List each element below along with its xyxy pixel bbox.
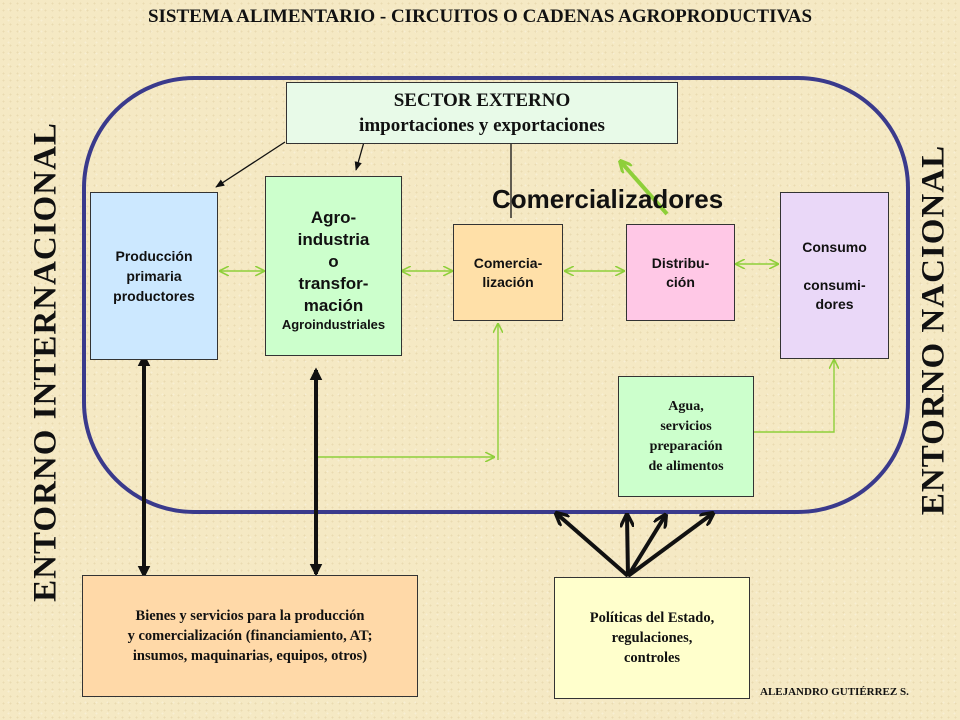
agua-line-3: preparación xyxy=(649,438,723,454)
box-agroindustria: Agro- industria o transfor- mación Agroi… xyxy=(265,176,402,356)
arrow-politicas-1 xyxy=(557,514,630,578)
consumo-line-1: Consumo xyxy=(802,238,867,255)
bienes-line-1: Bienes y servicios para la producción xyxy=(135,608,365,624)
national-boundary-oval xyxy=(82,76,910,514)
agroindustria-line-4: transfor- xyxy=(298,274,369,293)
consumo-line-3: dores xyxy=(815,295,854,312)
box-comercializacion: Comercia- lización xyxy=(453,224,563,321)
label-entorno-nacional: ENTORNO NACIONAL xyxy=(915,144,952,516)
agroindustria-line-5: mación xyxy=(303,296,364,315)
arrow-sector-to-produccion xyxy=(215,141,286,188)
politicas-line-1: Políticas del Estado, xyxy=(589,610,715,626)
box-consumo: Consumo consumi- dores xyxy=(780,192,889,359)
produccion-line-2: primaria xyxy=(126,268,182,284)
produccion-line-3: productores xyxy=(113,288,195,304)
consumo-line-2: consumi- xyxy=(803,276,866,293)
bienes-line-2: y comercialización (financiamiento, AT; xyxy=(127,628,373,644)
agroindustria-line-6: Agroindustriales xyxy=(281,317,386,332)
box-politicas-estado: Políticas del Estado, regulaciones, cont… xyxy=(554,577,750,699)
box-produccion-primaria: Producción primaria productores xyxy=(90,192,218,360)
sector-externo-title: SECTOR EXTERNO xyxy=(393,90,571,111)
comercializacion-line-2: lización xyxy=(482,273,534,290)
agua-line-1: Agua, xyxy=(668,398,704,414)
arrow-sector-to-agroindustria xyxy=(354,141,365,171)
sector-externo-subtitle: importaciones y exportaciones xyxy=(359,115,605,136)
distribucion-line-1: Distribu- xyxy=(651,254,710,271)
arrow-politicas-4 xyxy=(626,514,712,578)
label-comercializadores: Comercializadores xyxy=(492,184,724,214)
box-bienes-servicios: Bienes y servicios para la producción y … xyxy=(82,575,418,697)
produccion-line-1: Producción xyxy=(115,248,193,264)
agua-line-2: servicios xyxy=(660,418,712,434)
author-credit: ALEJANDRO GUTIÉRREZ S. xyxy=(760,686,909,698)
link-agua-consumo xyxy=(754,360,834,433)
agroindustria-line-3: o xyxy=(328,252,339,271)
label-entorno-internacional: ENTORNO INTERNACIONAL xyxy=(27,122,64,602)
bienes-line-3: insumos, maquinarias, equipos, otros) xyxy=(132,648,368,664)
arrow-politicas-3 xyxy=(626,516,665,578)
politicas-line-2: regulaciones, xyxy=(611,630,693,646)
box-sector-externo: SECTOR EXTERNO importaciones y exportaci… xyxy=(286,82,678,144)
agroindustria-line-1: Agro- xyxy=(310,208,357,227)
diagram-title: SISTEMA ALIMENTARIO - CIRCUITOS O CADENA… xyxy=(147,6,813,27)
arrow-politicas-2 xyxy=(627,516,628,577)
box-distribucion: Distribu- ción xyxy=(626,224,735,321)
distribucion-line-2: ción xyxy=(666,273,695,290)
arrow-distribucion-to-sector xyxy=(621,162,669,216)
box-agua-servicios: Agua, servicios preparación de alimentos xyxy=(618,376,754,497)
politicas-line-3: controles xyxy=(623,650,681,666)
comercializacion-line-1: Comercia- xyxy=(473,254,543,271)
agroindustria-line-2: industria xyxy=(297,230,370,249)
agua-line-4: de alimentos xyxy=(648,458,724,474)
